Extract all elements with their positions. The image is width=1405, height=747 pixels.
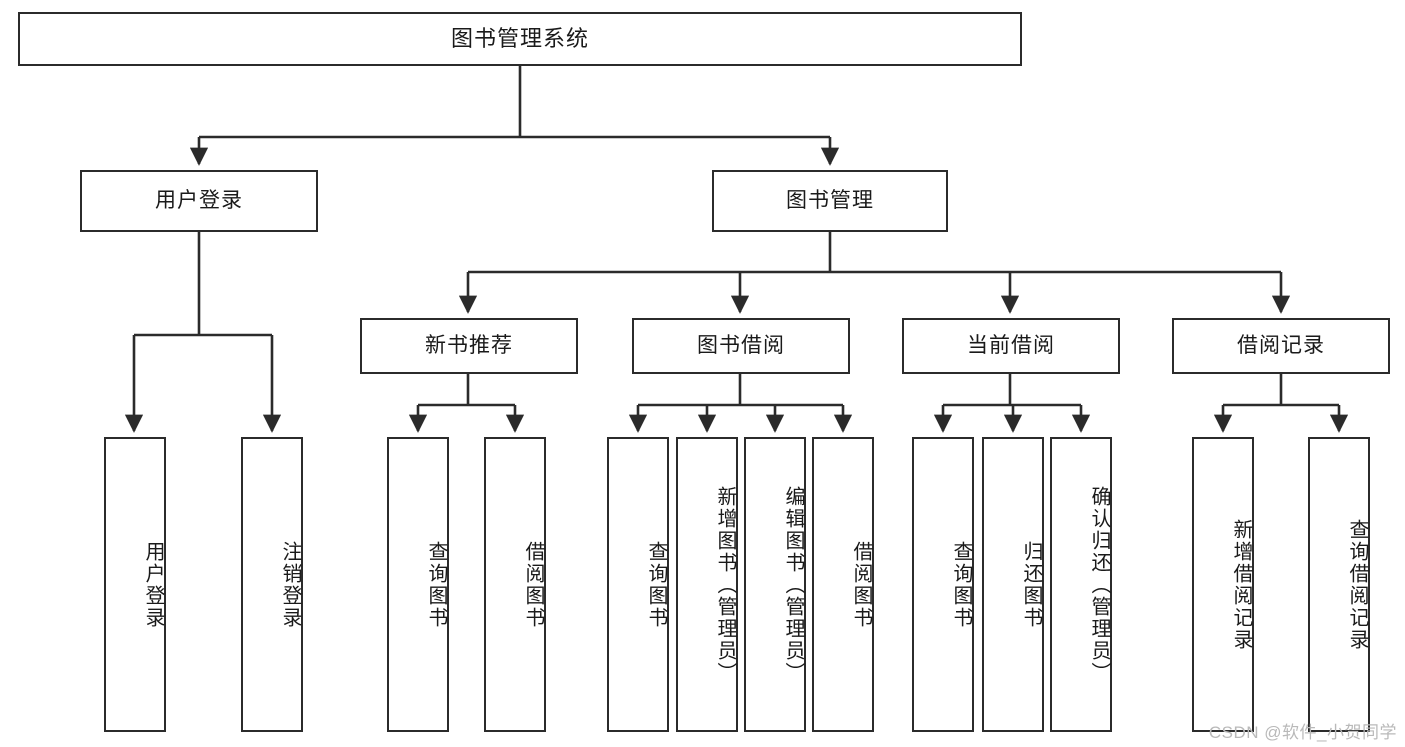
node-leaf-query-book-3-label: 查询图书 [950, 540, 972, 629]
node-leaf-return-book[interactable]: 归还图书 [982, 437, 1044, 732]
node-leaf-confirm-return-admin-label: 确认归还（管理员） [1088, 485, 1110, 684]
node-borrow-record-label: 借阅记录 [1237, 333, 1325, 357]
node-book-management-label: 图书管理 [786, 188, 874, 212]
node-leaf-query-borrow-record-label: 查询借阅记录 [1346, 518, 1368, 651]
node-leaf-edit-book-admin-label: 编辑图书（管理员） [782, 485, 804, 684]
node-leaf-add-borrow-record-label: 新增借阅记录 [1230, 518, 1252, 651]
node-leaf-return-book-label: 归还图书 [1020, 540, 1042, 629]
node-root[interactable]: 图书管理系统 [18, 12, 1022, 66]
node-leaf-add-book-admin[interactable]: 新增图书（管理员） [676, 437, 738, 732]
node-leaf-query-borrow-record[interactable]: 查询借阅记录 [1308, 437, 1370, 732]
node-leaf-borrow-book-1[interactable]: 借阅图书 [484, 437, 546, 732]
node-leaf-confirm-return-admin[interactable]: 确认归还（管理员） [1050, 437, 1112, 732]
node-leaf-logout-label: 注销登录 [279, 540, 301, 629]
node-leaf-add-borrow-record[interactable]: 新增借阅记录 [1192, 437, 1254, 732]
csdn-watermark: CSDN @软件_小贺同学 [1208, 723, 1397, 742]
node-leaf-query-book-1[interactable]: 查询图书 [387, 437, 449, 732]
node-leaf-add-book-admin-label: 新增图书（管理员） [714, 485, 736, 684]
node-leaf-borrow-book-1-label: 借阅图书 [522, 540, 544, 629]
node-current-borrow[interactable]: 当前借阅 [902, 318, 1120, 374]
node-leaf-query-book-2[interactable]: 查询图书 [607, 437, 669, 732]
node-current-borrow-label: 当前借阅 [967, 333, 1055, 357]
node-leaf-logout[interactable]: 注销登录 [241, 437, 303, 732]
node-borrow-record[interactable]: 借阅记录 [1172, 318, 1390, 374]
node-new-book-recommend[interactable]: 新书推荐 [360, 318, 578, 374]
node-leaf-edit-book-admin[interactable]: 编辑图书（管理员） [744, 437, 806, 732]
node-book-borrow[interactable]: 图书借阅 [632, 318, 850, 374]
node-new-book-recommend-label: 新书推荐 [425, 333, 513, 357]
node-book-borrow-label: 图书借阅 [697, 333, 785, 357]
node-leaf-user-login-label: 用户登录 [142, 540, 164, 629]
node-leaf-query-book-3[interactable]: 查询图书 [912, 437, 974, 732]
node-book-management[interactable]: 图书管理 [712, 170, 948, 232]
node-leaf-query-book-1-label: 查询图书 [425, 540, 447, 629]
node-leaf-borrow-book-2-label: 借阅图书 [850, 540, 872, 629]
node-user-login-label: 用户登录 [155, 188, 243, 212]
node-root-label: 图书管理系统 [450, 26, 589, 52]
node-leaf-borrow-book-2[interactable]: 借阅图书 [812, 437, 874, 732]
node-user-login[interactable]: 用户登录 [80, 170, 318, 232]
node-leaf-query-book-2-label: 查询图书 [645, 540, 667, 629]
node-leaf-user-login[interactable]: 用户登录 [104, 437, 166, 732]
